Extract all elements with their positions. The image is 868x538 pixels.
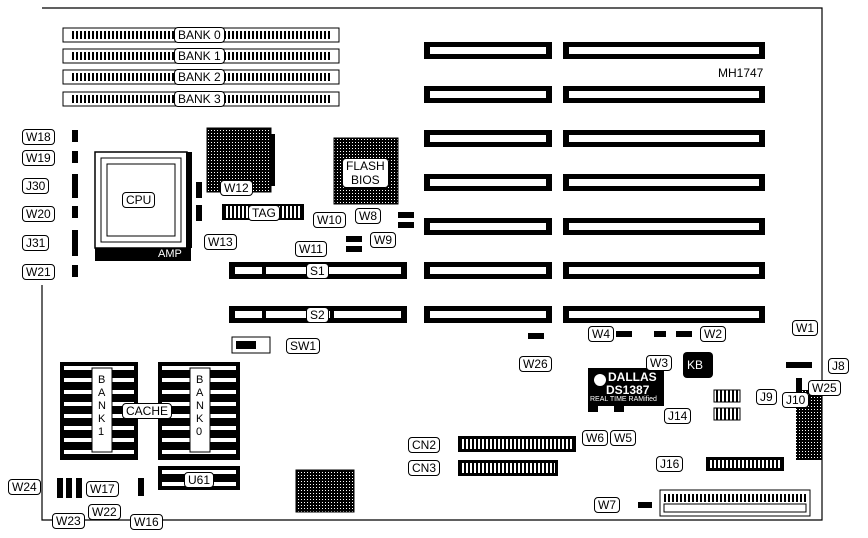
w7-label: W7 — [594, 497, 620, 513]
w19-label: W19 — [22, 150, 55, 166]
j10-label: J10 — [782, 392, 810, 408]
w12-label: W12 — [220, 180, 253, 196]
flash-bios-label: FLASH BIOS — [342, 158, 389, 188]
w1-label: W1 — [792, 320, 818, 336]
j14-label: J14 — [664, 408, 692, 424]
w26-label: W26 — [519, 356, 552, 372]
w17-label: W17 — [86, 481, 119, 497]
w9-label: W9 — [370, 232, 396, 248]
w22-label: W22 — [88, 504, 121, 520]
u61-label: U61 — [184, 472, 215, 488]
w8-label: W8 — [355, 208, 381, 224]
j16-label: J16 — [656, 456, 684, 472]
w20-label: W20 — [22, 206, 55, 222]
keyboard-controller-chip — [683, 352, 713, 378]
j31-label: J31 — [22, 235, 50, 251]
expansion-slots — [424, 42, 765, 323]
w18-label: W18 — [22, 129, 55, 145]
bios-label: BIOS — [351, 173, 380, 187]
rtc-desc: REAL TIME RAMified — [590, 396, 657, 403]
cpu-socket — [94, 151, 192, 261]
cpu-label: CPU — [122, 192, 156, 208]
cache-bank1-label: BANK1 — [98, 374, 106, 438]
tag-label: TAG — [248, 205, 280, 221]
w11-label: W11 — [295, 241, 327, 257]
bank3-label: BANK 3 — [174, 91, 225, 107]
cache-arrays — [60, 362, 240, 490]
w4-label: W4 — [588, 326, 614, 342]
board-outline — [41, 7, 823, 521]
bank2-label: BANK 2 — [174, 69, 225, 85]
w23-label: W23 — [52, 513, 85, 529]
bank1-label: BANK 1 — [174, 48, 225, 64]
j8-label: J8 — [828, 358, 849, 374]
rtc-part: DS1387 — [606, 383, 650, 397]
flash-label: FLASH — [346, 159, 385, 173]
rtc-brand: DALLAS — [608, 370, 657, 384]
bank0-label: BANK 0 — [174, 27, 225, 43]
cn2-label: CN2 — [408, 437, 441, 453]
w24-label: W24 — [8, 479, 41, 495]
s1-label: S1 — [306, 263, 329, 279]
j30-label: J30 — [22, 178, 50, 194]
w6-label: W6 — [582, 430, 608, 446]
jumper-blocks — [57, 130, 812, 508]
w25-label: W25 — [808, 380, 841, 396]
sw1-label: SW1 — [286, 338, 321, 354]
w21-label: W21 — [22, 264, 55, 280]
j9-label: J9 — [756, 389, 777, 405]
kb-label: KB — [687, 358, 704, 372]
w2-label: W2 — [700, 326, 726, 342]
amp-label: AMP — [158, 248, 182, 260]
model-code: MH1747 — [718, 66, 764, 80]
cn3-label: CN3 — [408, 460, 441, 476]
s2-label: S2 — [306, 307, 329, 323]
controller-chip — [295, 469, 355, 513]
w3-label: W3 — [646, 355, 672, 371]
w10-label: W10 — [313, 212, 346, 228]
cache-bank0-label: BANK0 — [196, 374, 204, 438]
w16-label: W16 — [130, 514, 163, 530]
w5-label: W5 — [610, 430, 636, 446]
cache-label: CACHE — [122, 403, 173, 419]
w13-label: W13 — [204, 234, 237, 250]
